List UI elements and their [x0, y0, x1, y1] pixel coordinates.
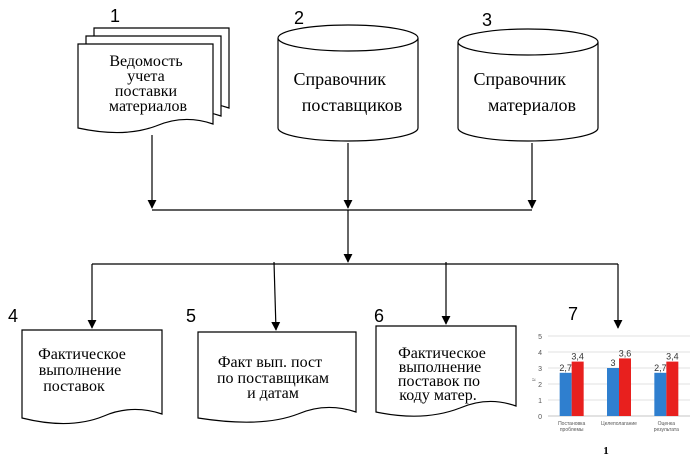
chart-y-axis-label: ≈: [532, 377, 536, 384]
input-1-line-2: учета: [127, 68, 164, 85]
input-1-line-1: Ведомость: [109, 53, 182, 70]
output-5-line-1: Факт вып. пост: [218, 354, 322, 371]
chart-y-ticks: 0 1 2 3 4 5: [538, 334, 542, 421]
input-3-line-1: Справочник: [473, 69, 566, 89]
chart-data-label: 2,7: [559, 363, 572, 373]
output-document-by-suppliers-dates: Факт вып. пост по поставщикам и датам: [197, 331, 357, 423]
input-2-line-1: Справочник: [293, 69, 386, 89]
chart-bar: [619, 358, 631, 416]
input-document-statement: Ведомость учета поставки материалов: [77, 27, 230, 134]
svg-text:Фактическое выполнение: Фактическое выполнение поставок: [38, 346, 130, 395]
chart-data-label: 3,4: [571, 352, 584, 362]
output-4-number: 4: [8, 306, 18, 326]
chart-bar: [571, 361, 584, 416]
chart-data-labels: 2,73,433,62,73,4: [559, 348, 678, 372]
output-6-number: 6: [374, 306, 384, 326]
chart-y-tick-label: 2: [538, 382, 542, 389]
input-1-line-4: материалов: [109, 98, 188, 115]
chart-footer-label: 1: [603, 445, 609, 457]
output-6-line-3: поставок по: [398, 373, 480, 390]
output-6-line-2: выполнение: [399, 359, 482, 376]
chart-bar: [654, 372, 667, 416]
output-5-number: 5: [186, 306, 196, 326]
output-5-line-3: и датам: [247, 385, 299, 402]
output-6-line-1: Фактическое: [398, 345, 486, 362]
connectors-top: [92, 135, 618, 265]
input-3-number: 3: [482, 10, 492, 30]
input-2-number: 2: [294, 8, 304, 28]
svg-text:Справочник поставщиков: Справочник поставщиков: [293, 69, 402, 115]
arrow-to-output-5: [271, 261, 281, 331]
chart-y-tick-label: 0: [538, 414, 542, 421]
svg-text:Фактическое выполнение: Фактическое выполнение поставок по коду …: [398, 345, 490, 404]
chart-data-label: 3,6: [619, 348, 632, 358]
output-5-line-2: по поставщикам: [217, 370, 329, 387]
chart-y-tick-label: 4: [538, 350, 542, 357]
output-document-by-material-code: Фактическое выполнение поставок по коду …: [375, 325, 517, 417]
input-3-line-2: материалов: [488, 95, 576, 115]
output-4-line-3: поставок: [43, 378, 105, 395]
chart-y-tick-label: 3: [538, 366, 542, 373]
svg-text:Факт вып. пост по постав: Факт вып. пост по поставщикам и датам: [217, 354, 333, 402]
chart-bar: [666, 361, 679, 416]
chart-data-label: 3: [610, 358, 615, 368]
output-document-actual-supplies: Фактическое выполнение поставок: [21, 329, 163, 425]
input-2-line-2: поставщиков: [302, 95, 402, 115]
output-6-line-4: коду матер.: [399, 387, 476, 404]
input-1-line-3: поставки: [115, 83, 178, 100]
output-7-number: 7: [568, 304, 578, 324]
chart-bar: [607, 368, 619, 416]
chart-bar: [559, 372, 572, 416]
input-database-materials: Справочник материалов: [457, 28, 599, 142]
connectors-bottom: [87, 261, 623, 331]
chart-data-label: 2,7: [654, 363, 667, 373]
svg-text:Справочник материалов: Справочник материалов: [473, 69, 576, 115]
chart-data-label: 3,4: [666, 352, 679, 362]
chart-category-label: Целеполагание: [601, 421, 637, 427]
output-4-line-2: выполнение: [39, 362, 122, 379]
svg-text:Ведомость учета по: Ведомость учета поставки материалов: [109, 53, 188, 115]
input-database-suppliers: Справочник поставщиков: [277, 24, 419, 142]
chart-y-tick-label: 1: [538, 398, 542, 405]
chart-y-tick-label: 5: [538, 334, 542, 341]
input-1-number: 1: [110, 6, 120, 26]
chart-bars: [559, 358, 679, 416]
output-4-line-1: Фактическое: [38, 346, 126, 363]
